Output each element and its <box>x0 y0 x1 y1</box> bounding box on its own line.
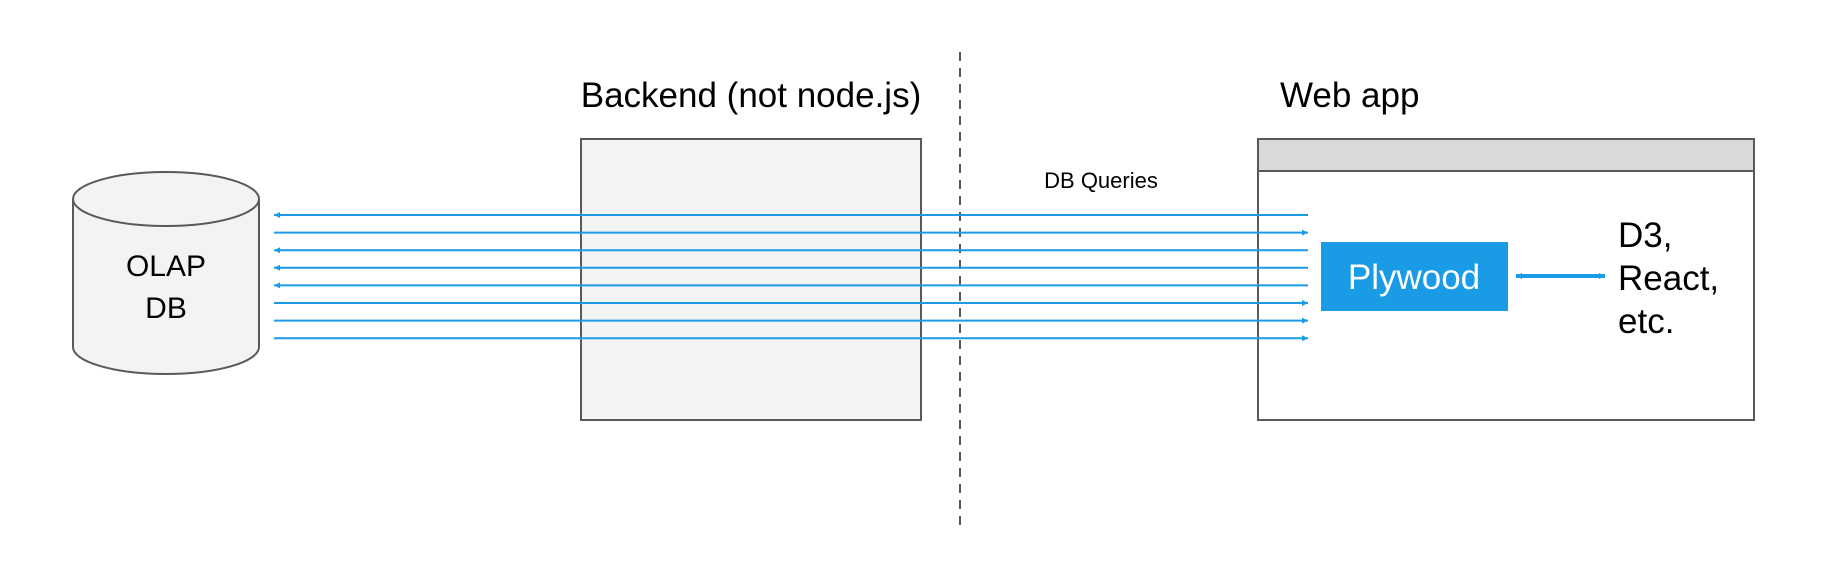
db-label-line-2: DB <box>145 292 187 325</box>
olap-database: OLAP DB <box>72 171 260 375</box>
backend-title: Backend (not node.js) <box>581 76 921 115</box>
plywood-label: Plywood <box>1348 258 1480 297</box>
db-cylinder-top <box>72 171 260 227</box>
plywood-box <box>1321 242 1508 311</box>
db-label-line-1: OLAP <box>126 250 206 283</box>
webapp-titlebar <box>1257 138 1755 172</box>
libraries-line-2: React, <box>1618 259 1719 298</box>
libraries-line-3: etc. <box>1618 302 1674 341</box>
queries-label: DB Queries <box>1044 168 1158 193</box>
query-arrows <box>274 212 1308 342</box>
webapp-title: Web app <box>1280 76 1419 115</box>
libraries-line-1: D3, <box>1618 216 1672 255</box>
db-cylinder-body <box>72 199 260 375</box>
backend-box <box>580 138 922 421</box>
